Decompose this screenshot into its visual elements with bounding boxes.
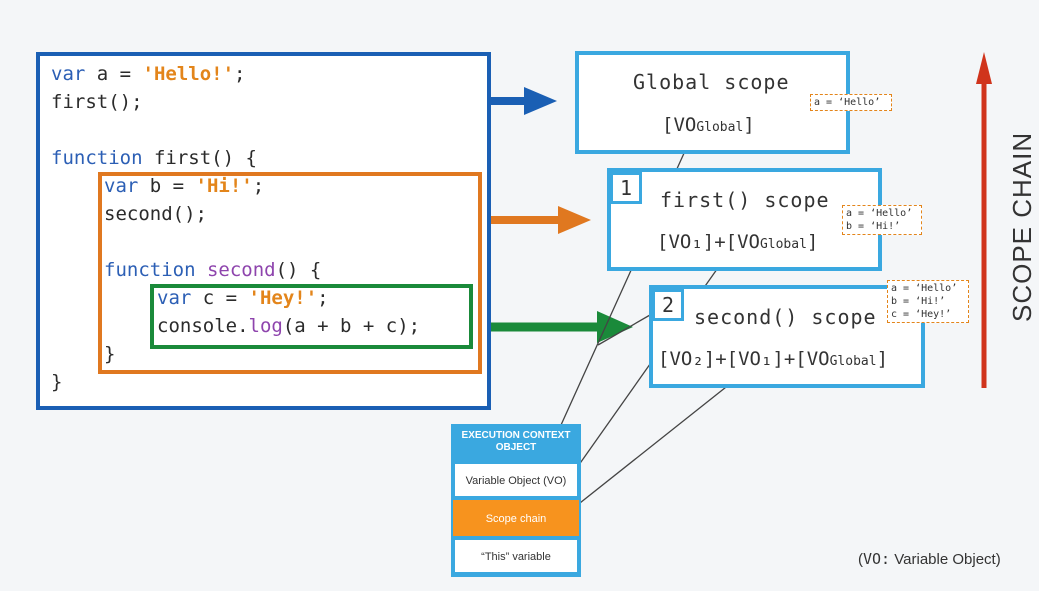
- scope-chain-label: SCOPE CHAIN: [1007, 131, 1037, 322]
- note-line: a = ‘Hello’: [891, 283, 958, 294]
- first-scope-number: 1: [610, 172, 642, 204]
- global-scope-box: [575, 51, 850, 154]
- first-arrow-head: [558, 206, 591, 234]
- code-line-2: first();: [51, 91, 143, 113]
- connector-second-code: [597, 314, 651, 346]
- code-line-8: function second() {: [104, 259, 322, 281]
- note-line: c = ‘Hey!’: [891, 309, 952, 320]
- global-arrow-head: [524, 87, 557, 115]
- second-scope-box: [649, 285, 925, 388]
- first-scope-title: first() scope: [660, 188, 830, 212]
- global-scope-vo: [VOGlobal]: [662, 114, 755, 136]
- second-function-highlight: [150, 284, 473, 349]
- ec-row-variable-object: Variable Object (VO): [453, 462, 579, 498]
- code-line-12: }: [51, 371, 63, 393]
- note-line: b = ‘Hi!’: [891, 296, 946, 307]
- note-line: b = ‘Hi!’: [846, 221, 901, 232]
- note-line: a = ‘Hello’: [814, 97, 881, 108]
- ec-row-scope-chain: Scope chain: [453, 500, 579, 536]
- code-line-11: }: [104, 343, 116, 365]
- ec-row-this-variable: “This” variable: [453, 538, 579, 574]
- scope-chain-arrow-head: [976, 52, 992, 84]
- connector-second-vo: [555, 371, 746, 523]
- execution-context-header: EXECUTION CONTEXT OBJECT: [461, 430, 571, 453]
- first-function-highlight: [98, 172, 482, 374]
- code-line-10: console.log(a + b + c);: [157, 315, 421, 337]
- second-scope-title: second() scope: [694, 305, 877, 329]
- code-line-4: function first() {: [51, 147, 257, 169]
- global-scope-title: Global scope: [633, 70, 790, 94]
- second-scope-number: 2: [652, 289, 684, 321]
- footnote: (VO: Variable Object): [858, 550, 1001, 568]
- first-scope-vo: [VO₁]+[VOGlobal]: [657, 231, 819, 253]
- note-line: a = ‘Hello’: [846, 208, 913, 219]
- global-scope-note: a = ‘Hello’: [810, 94, 892, 111]
- second-arrow-head: [597, 311, 633, 343]
- code-line-9: var c = 'Hey!';: [157, 287, 329, 309]
- second-scope-note: a = ‘Hello’ b = ‘Hi!’ c = ‘Hey!’: [887, 280, 969, 323]
- second-scope-vo: [VO₂]+[VO₁]+[VOGlobal]: [658, 348, 889, 370]
- code-panel: [36, 52, 491, 410]
- code-line-1: var a = 'Hello!';: [51, 63, 246, 85]
- code-line-5: var b = 'Hi!';: [104, 175, 265, 197]
- first-scope-box: [607, 168, 882, 271]
- first-scope-note: a = ‘Hello’ b = ‘Hi!’: [842, 205, 922, 235]
- code-line-6: second();: [104, 203, 207, 225]
